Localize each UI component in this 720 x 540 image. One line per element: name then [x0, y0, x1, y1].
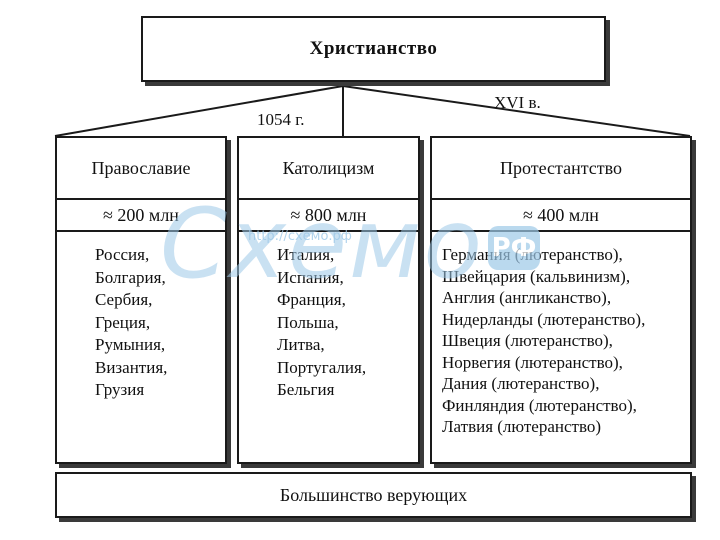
- list-item: Латвия (лютеранство): [442, 417, 602, 436]
- split-label-xvi: XVI в.: [494, 93, 541, 112]
- title-text: Христианство: [309, 38, 438, 59]
- branch-protestantism-count: ≈ 400 млн: [432, 200, 690, 232]
- branch-orthodoxy-header: Православие: [57, 138, 225, 200]
- branch-orthodoxy: Православие ≈ 200 млн Россия, Болгария, …: [55, 136, 227, 464]
- branch-orthodoxy-count-text: ≈ 200 млн: [103, 204, 179, 225]
- list-item: Испания,: [277, 267, 344, 287]
- list-item: Бельгия: [277, 380, 335, 399]
- list-item: Италия,: [277, 245, 335, 264]
- footer-box: Большинство верующих: [55, 472, 692, 518]
- branch-catholicism-header: Католицизм: [239, 138, 418, 200]
- branch-protestantism-count-text: ≈ 400 млн: [523, 204, 599, 225]
- list-item: Финляндия (лютеранство),: [442, 395, 637, 415]
- branch-catholicism-count-text: ≈ 800 млн: [290, 204, 367, 225]
- list-item: Германия (лютеранство),: [442, 245, 623, 264]
- branch-protestantism-header: Протестантство: [432, 138, 690, 200]
- branch-catholicism-name: Католицизм: [282, 157, 375, 178]
- branch-protestantism: Протестантство ≈ 400 млн Германия (лютер…: [430, 136, 692, 464]
- list-item: Россия,: [95, 245, 150, 264]
- list-item: Литва,: [277, 335, 325, 354]
- list-item: Англия (англиканство),: [442, 288, 612, 307]
- branch-catholicism-list: Италия, Испания, Франция, Польша, Литва,…: [277, 244, 366, 402]
- list-item: Сербия,: [95, 290, 153, 309]
- branch-orthodoxy-count: ≈ 200 млн: [57, 200, 225, 232]
- list-item: Португалия,: [277, 357, 367, 377]
- list-item: Румыния,: [95, 335, 166, 354]
- list-item: Греция,: [95, 312, 151, 332]
- split-label-1054: 1054 г.: [257, 110, 305, 129]
- list-item: Польша,: [277, 312, 339, 332]
- list-item: Норвегия (лютеранство),: [442, 352, 623, 372]
- list-item: Швеция (лютеранство),: [442, 331, 613, 350]
- branch-orthodoxy-list: Россия, Болгария, Сербия, Греция, Румыни…: [95, 244, 167, 402]
- branch-orthodoxy-name: Православие: [91, 157, 191, 178]
- branch-protestantism-name: Протестантство: [499, 157, 623, 178]
- list-item: Дания (лютеранство),: [442, 374, 600, 393]
- list-item: Франция,: [277, 290, 346, 309]
- branch-protestantism-list: Германия (лютеранство), Швейцария (кальв…: [442, 244, 645, 438]
- list-item: Болгария,: [95, 267, 166, 287]
- branch-catholicism: Католицизм ≈ 800 млн Италия, Испания, Фр…: [237, 136, 420, 464]
- connector-left: [54, 85, 344, 137]
- list-item: Грузия: [95, 380, 145, 399]
- list-item: Византия,: [95, 357, 168, 377]
- list-item: Швейцария (кальвинизм),: [442, 266, 631, 286]
- connector-right: [342, 85, 691, 137]
- list-item: Нидерланды (лютеранство),: [442, 309, 646, 329]
- branch-catholicism-count: ≈ 800 млн: [239, 200, 418, 232]
- title-box: Христианство: [141, 16, 606, 82]
- footer-text: Большинство верующих: [279, 484, 468, 505]
